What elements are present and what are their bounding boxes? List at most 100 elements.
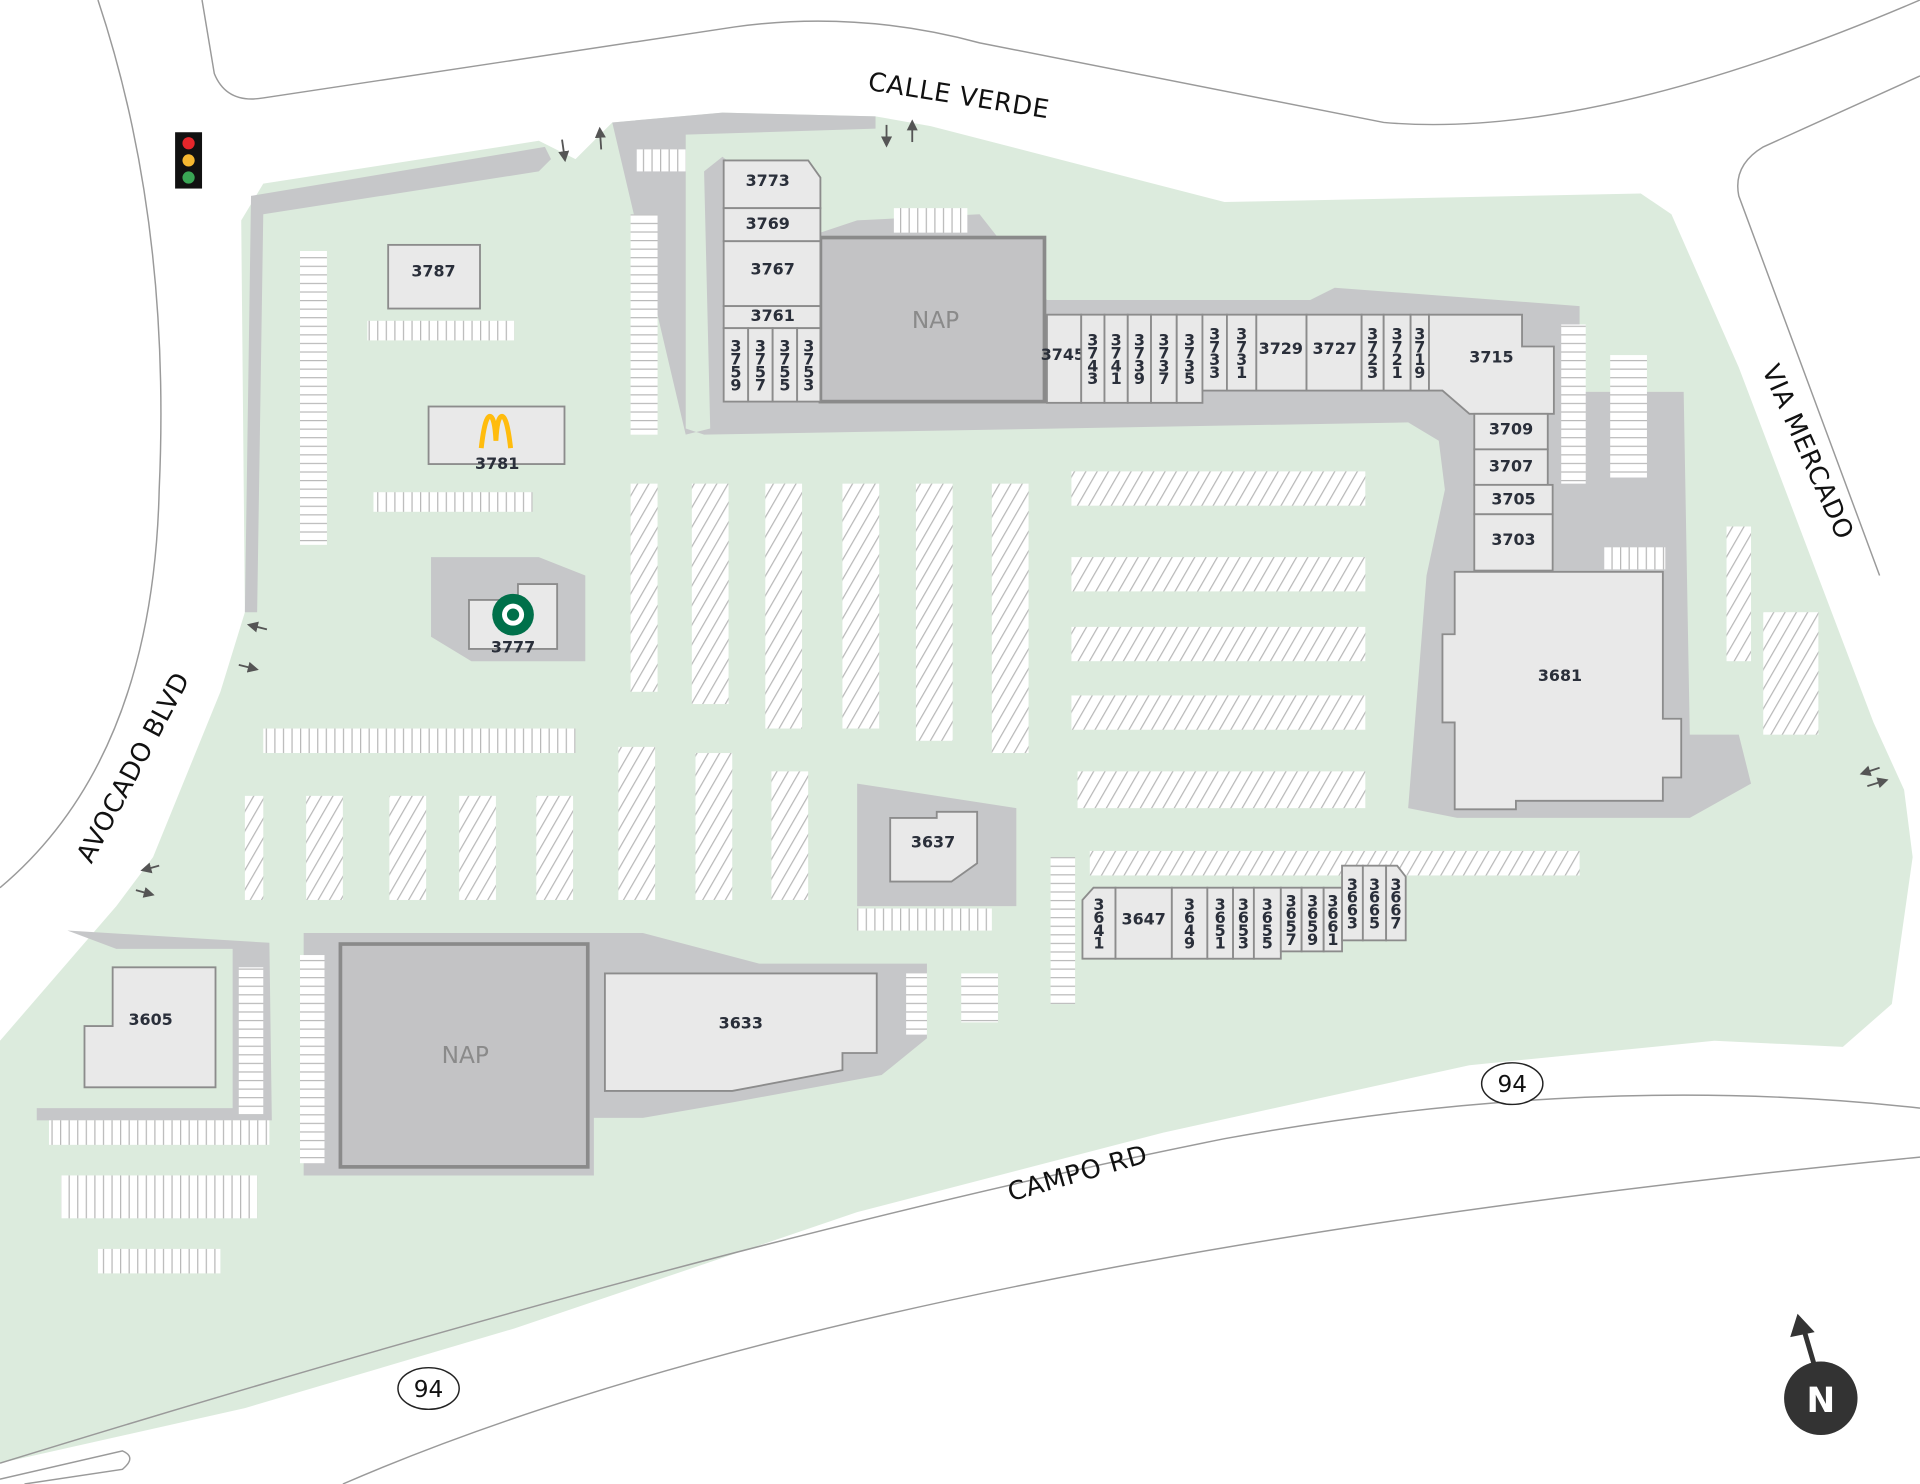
unit-3703[interactable]: 3703 <box>1473 513 1554 572</box>
unit-outline <box>1382 313 1412 392</box>
unit-outline <box>747 327 774 403</box>
unit-outline <box>603 972 878 1092</box>
unit-label: 3761 <box>751 306 795 325</box>
unit-outline <box>1206 886 1234 960</box>
unit-3769[interactable]: 3769 <box>722 207 822 243</box>
nap-south-label: NAP <box>442 1042 489 1069</box>
unit-3681[interactable]: 3681 <box>1441 570 1683 811</box>
unit-label: 3773 <box>746 171 790 190</box>
unit-outline <box>722 240 822 308</box>
unit-outline <box>722 159 822 210</box>
unit-outline <box>1255 313 1308 392</box>
compass-label: N <box>1806 1381 1835 1421</box>
unit-label: 3745 <box>1041 345 1085 364</box>
unit-outline <box>722 207 822 243</box>
unit-3745[interactable]: 3745 <box>1041 313 1085 404</box>
unit-outline <box>889 810 979 883</box>
unit-label: 3647 <box>1122 909 1166 928</box>
unit-label: 3727 <box>1313 339 1357 358</box>
unit-3715[interactable]: 3715 <box>1428 313 1555 415</box>
unit-outline <box>1473 513 1554 572</box>
unit-label: 3705 <box>1491 489 1535 508</box>
parking-stalls <box>48 149 1819 1274</box>
unit-label: 3781 <box>475 454 519 473</box>
unit-outline <box>1175 313 1204 404</box>
unit-3767[interactable]: 3767 <box>722 240 822 308</box>
road-label-calle-verde: CALLE VERDE <box>866 67 1051 125</box>
unit-3637[interactable]: 3637 <box>889 810 979 883</box>
unit-3705[interactable]: 3705 <box>1473 483 1554 516</box>
unit-label: 3777 <box>491 638 535 657</box>
unit-3729[interactable]: 3729 <box>1255 313 1308 392</box>
unit-3633[interactable]: 3633 <box>603 972 878 1092</box>
unit-label: 3703 <box>1491 530 1535 549</box>
unit-3787[interactable]: 3787 <box>387 243 481 310</box>
unit-outline <box>1473 412 1549 451</box>
starbucks-logo-icon <box>492 593 534 636</box>
anchor-nap-north[interactable]: NAP <box>818 235 1047 404</box>
unit-3773[interactable]: 3773 <box>722 159 822 210</box>
unit-label: 3715 <box>1469 347 1513 366</box>
anchor-nap-south[interactable]: NAP <box>338 942 590 1169</box>
unit-3727[interactable]: 3727 <box>1305 313 1363 392</box>
unit-label: 3787 <box>411 262 455 281</box>
unit-3647[interactable]: 3647 <box>1114 886 1173 960</box>
unit-3605[interactable]: 3605 <box>83 966 217 1089</box>
unit-3709[interactable]: 3709 <box>1473 412 1549 451</box>
unit-3707[interactable]: 3707 <box>1473 448 1549 486</box>
unit-label: 3767 <box>751 259 795 278</box>
unit-outline <box>1150 313 1178 404</box>
unit-outline <box>1305 313 1363 392</box>
svg-text:94: 94 <box>1497 1071 1527 1098</box>
unit-outline <box>1441 570 1683 811</box>
unit-outline <box>83 966 217 1089</box>
unit-outline <box>1428 313 1555 415</box>
unit-outline <box>1385 864 1407 942</box>
unit-label: 3681 <box>1538 666 1582 685</box>
unit-outline <box>1114 886 1173 960</box>
unit-3761[interactable]: 3761 <box>722 305 822 330</box>
